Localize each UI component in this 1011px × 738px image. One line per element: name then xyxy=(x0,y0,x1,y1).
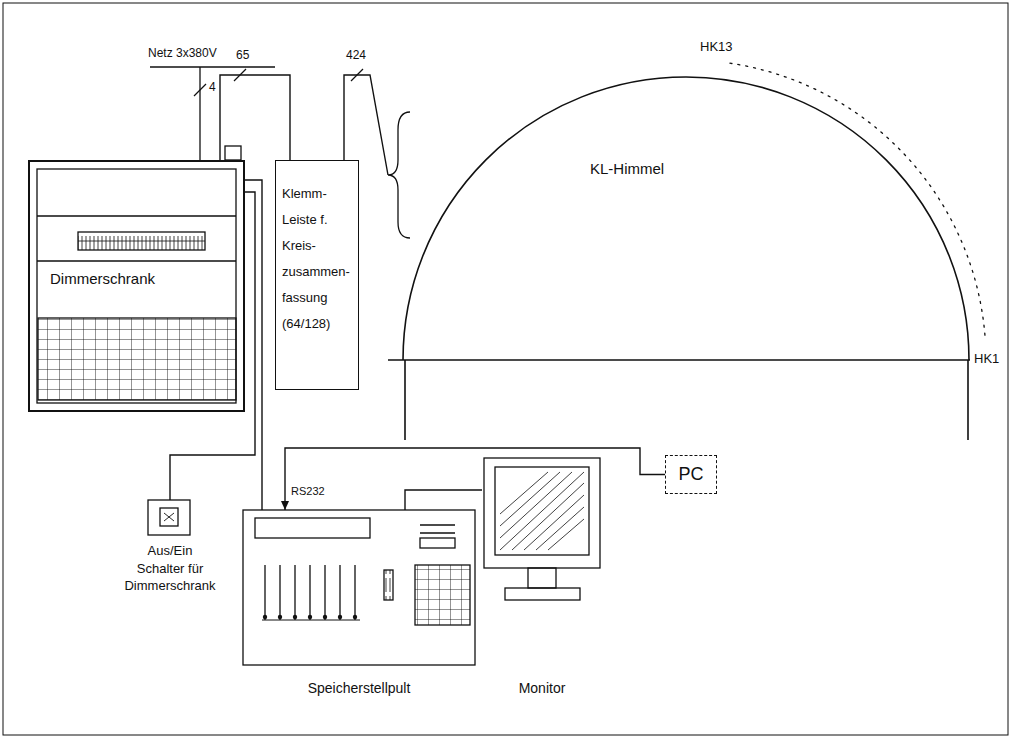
line-art-part xyxy=(78,241,205,242)
node-label: PC xyxy=(666,463,716,486)
console-indicator xyxy=(420,525,455,533)
node-label: KL-Himmel xyxy=(590,160,1011,179)
monitor-neck xyxy=(528,568,556,588)
dome-outline xyxy=(388,70,973,445)
monitor-screen xyxy=(495,467,589,555)
mains-label: Netz 3x380V xyxy=(148,46,217,60)
switch-rocker xyxy=(160,508,178,526)
line-art-part xyxy=(262,620,360,621)
node-label: Klemm- Leiste f. Kreis- zusammen- fassun… xyxy=(276,181,358,337)
line-art-part xyxy=(323,615,327,619)
console-faders xyxy=(265,565,355,620)
line-art-part xyxy=(164,513,174,521)
cable-connector xyxy=(285,448,665,510)
cable-connector xyxy=(170,192,255,500)
circuit-label: HK13 xyxy=(700,40,733,54)
node-label: Dimmerschrank xyxy=(50,270,263,289)
node-label: Aus/Ein Schalter für Dimmerschrank xyxy=(124,542,215,595)
monitor-housing xyxy=(484,458,600,568)
switch-housing xyxy=(148,500,190,535)
cable-label: 424 xyxy=(346,48,366,62)
console-body xyxy=(243,510,475,665)
dimmer-module-strip xyxy=(78,232,205,250)
ceiling-dome: KL-Himmel xyxy=(388,70,973,445)
dome-shape xyxy=(388,77,970,440)
power-switch: Aus/Ein Schalter für Dimmerschrank xyxy=(118,500,222,622)
line-art-part xyxy=(263,615,357,619)
cabinet-divider xyxy=(37,216,236,261)
terminal-strip: Klemm- Leiste f. Kreis- zusammen- fassun… xyxy=(275,160,359,390)
cable-label: RS232 xyxy=(291,484,325,498)
mains-line xyxy=(150,66,275,67)
circuit-label: HK1 xyxy=(974,352,999,366)
line-art xyxy=(3,3,1008,735)
line-art-part xyxy=(338,615,342,619)
ventilation-grid xyxy=(38,318,236,400)
page-frame xyxy=(3,3,1008,735)
lighting-console: Speicherstellpult xyxy=(243,510,475,702)
cable-connector xyxy=(220,75,290,160)
line-art-part xyxy=(278,615,282,619)
line-art-part xyxy=(263,615,267,619)
circuit-brace xyxy=(388,112,410,238)
wire-count-slash xyxy=(194,84,206,96)
console-keypad xyxy=(415,565,470,625)
screen-hatching xyxy=(500,472,584,550)
cable-loop xyxy=(225,146,241,160)
node-label: Monitor xyxy=(482,680,602,698)
dimmer-cabinet: Dimmerschrank xyxy=(28,160,245,412)
console-wheel xyxy=(384,570,393,600)
cable-label: 65 xyxy=(236,48,249,62)
line-art-part xyxy=(293,615,297,619)
line-art-part xyxy=(353,615,357,619)
node-label: Speicherstellpult xyxy=(243,680,475,698)
cable-connector xyxy=(245,180,262,510)
cable-connector xyxy=(405,490,482,510)
circuit-range-arc xyxy=(730,63,985,340)
console-display xyxy=(255,518,370,538)
mains-feed xyxy=(199,67,200,160)
line-art-part xyxy=(308,615,312,619)
monitor: Monitor xyxy=(482,456,602,702)
wire-count: 4 xyxy=(209,80,216,94)
pc-box: PC xyxy=(665,455,717,494)
monitor-base xyxy=(505,588,580,600)
console-small-display xyxy=(420,538,455,548)
